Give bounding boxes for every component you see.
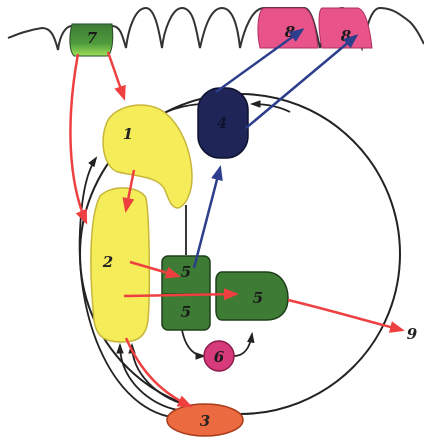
node-4-label: 4: [217, 114, 227, 132]
arrow-7-to-1: [108, 52, 124, 98]
arrow-2-to-3: [126, 338, 190, 406]
node-5a-label: 5: [181, 263, 191, 281]
connector-6-to-5: [234, 334, 252, 356]
arrow-5-to-4: [194, 168, 220, 268]
node-3-label: 3: [200, 412, 210, 430]
arrow-4-to-8b: [246, 36, 356, 128]
node-5c-label: 5: [253, 289, 263, 307]
node-7-label: 7: [87, 29, 98, 47]
node-6-label: 6: [214, 348, 225, 366]
arrow-5-to-9: [288, 300, 402, 330]
connector-2-to-3-b: [132, 345, 184, 404]
connector-2-to-3-a: [120, 345, 178, 410]
node-5b-label: 5: [181, 303, 191, 321]
connector-5-to-6: [182, 330, 204, 356]
node-2-label: 2: [102, 253, 113, 271]
node-1-label: 1: [123, 125, 133, 143]
node-9-label: 9: [407, 325, 418, 343]
